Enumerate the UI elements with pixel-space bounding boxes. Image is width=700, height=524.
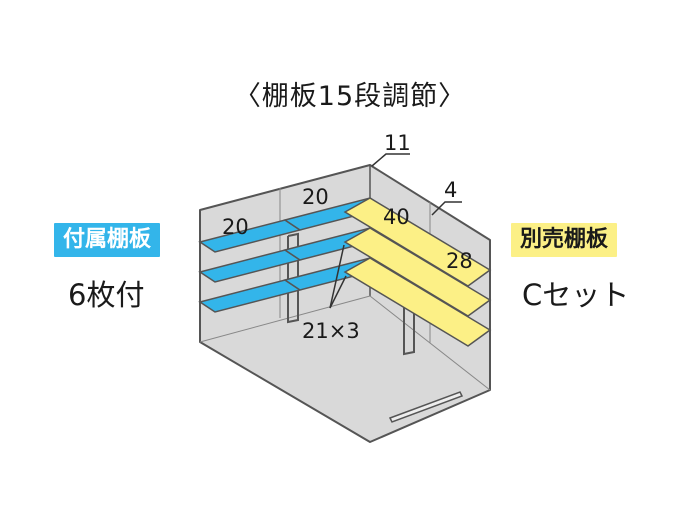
optional-shelf-set: Cセット: [522, 278, 630, 312]
optional-shelf-badge: 別売棚板: [511, 223, 618, 257]
side-shelf-width-label: 40: [383, 205, 410, 229]
top-gap-label: 11: [384, 131, 411, 155]
dimension-leaders: [371, 153, 462, 216]
shelf-pitch-label: 21×3: [302, 319, 360, 343]
included-shelf-count: 6枚付: [68, 278, 145, 312]
front-shelf-depth-label: 20: [222, 215, 249, 239]
side-shelf-depth-label: 28: [446, 249, 473, 273]
pitch-indicator: [329, 244, 347, 309]
door-rail: [388, 391, 464, 423]
back-shelf-depth-label: 20: [302, 185, 329, 209]
optional-shelves: [343, 197, 492, 347]
page-title: 〈棚板15段調節〉: [233, 81, 467, 112]
side-gap-label: 4: [444, 178, 457, 202]
yellow-shelf: [343, 257, 492, 347]
included-shelf-badge: 付属棚板: [54, 223, 161, 257]
